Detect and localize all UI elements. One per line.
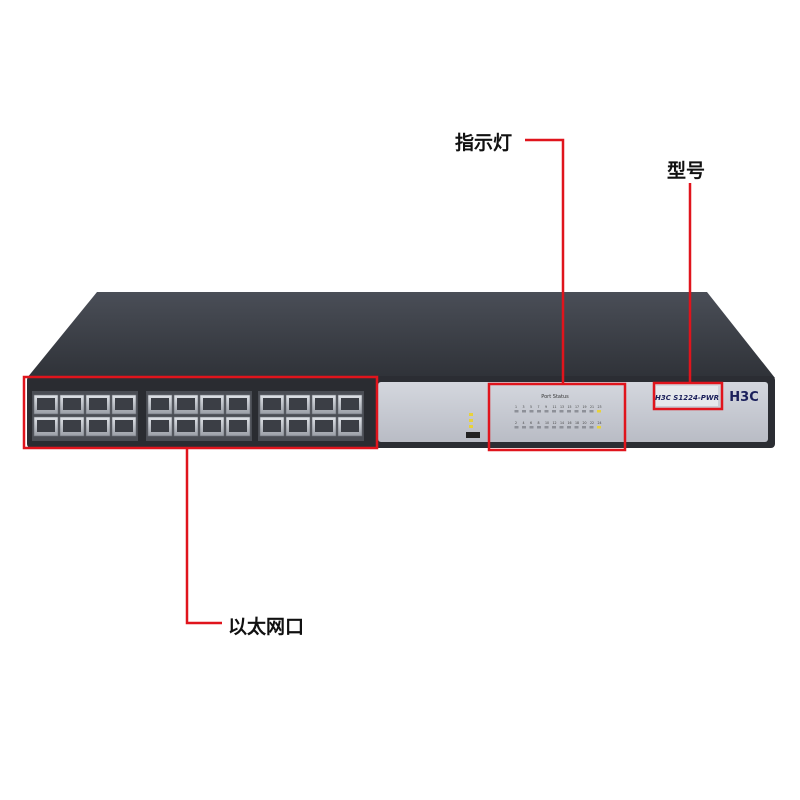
port-socket [151, 398, 169, 410]
console-port [466, 432, 480, 438]
port-socket [341, 420, 359, 432]
port-socket [37, 420, 55, 432]
led-number: 18 [575, 421, 579, 425]
port-led [582, 410, 586, 413]
port-socket [203, 420, 221, 432]
port-socket [203, 398, 221, 410]
port-socket [63, 420, 81, 432]
led-number: 2 [515, 421, 517, 425]
port-socket [289, 398, 307, 410]
led-number: 8 [538, 421, 540, 425]
led-number: 15 [568, 405, 572, 409]
port-socket [263, 420, 281, 432]
led-number: 5 [530, 405, 532, 409]
port-socket [115, 420, 133, 432]
ethernet-ports [32, 391, 364, 441]
led-number: 17 [575, 405, 579, 409]
port-led [544, 410, 549, 413]
led-number: 23 [598, 405, 602, 409]
ethernet-leader-line [185, 448, 222, 625]
brand-logo: H3C [729, 390, 758, 405]
port-led [589, 410, 594, 413]
sys-led [469, 413, 473, 416]
led-number: 22 [590, 421, 594, 425]
port-led [574, 426, 579, 429]
port-led [552, 410, 556, 413]
indicator-leader-line [525, 138, 565, 384]
led-number: 24 [598, 421, 602, 425]
port-socket [263, 398, 281, 410]
port-led [559, 426, 564, 429]
port-status-title: Port Status [541, 394, 569, 400]
sys-led [469, 425, 473, 428]
indicator-callout-label: 指示灯 [455, 132, 513, 154]
system-leds [466, 413, 480, 438]
port-led [567, 426, 571, 429]
port-socket [63, 398, 81, 410]
chassis-top [27, 292, 775, 378]
model-plate [656, 386, 718, 406]
port-socket [89, 420, 107, 432]
port-socket [177, 398, 195, 410]
port-led [582, 426, 586, 429]
led-number: 20 [583, 421, 587, 425]
port-led [537, 410, 541, 413]
led-number: 6 [530, 421, 532, 425]
sys-led [469, 419, 473, 422]
port-led [529, 410, 534, 413]
port-led [552, 426, 556, 429]
port-socket [341, 398, 359, 410]
ethernet-highlight-box [22, 375, 379, 450]
port-socket [229, 420, 247, 432]
port-led [567, 410, 571, 413]
led-number: 3 [523, 405, 525, 409]
port-led [589, 426, 594, 429]
port-socket [315, 398, 333, 410]
port-led [559, 410, 564, 413]
port-led [514, 410, 519, 413]
model-highlight-box [652, 381, 724, 411]
led-number: 14 [560, 421, 564, 425]
port-led [597, 410, 601, 413]
port-led [597, 426, 601, 429]
port-socket [37, 398, 55, 410]
indicator-highlight-box [487, 382, 627, 452]
led-number: 19 [583, 405, 587, 409]
led-number: 7 [538, 405, 540, 409]
led-number: 1 [515, 405, 517, 409]
port-socket [151, 420, 169, 432]
port-socket [289, 420, 307, 432]
model-text: H3C S1224-PWR [655, 394, 719, 402]
port-socket [177, 420, 195, 432]
port-led [522, 410, 526, 413]
port-socket [315, 420, 333, 432]
model-callout-label: 型号 [667, 160, 706, 182]
port-led [529, 426, 534, 429]
led-number: 4 [523, 421, 525, 425]
led-number: 16 [568, 421, 572, 425]
port-led [544, 426, 549, 429]
led-number: 10 [545, 421, 549, 425]
ethernet-callout-label: 以太网口 [228, 616, 305, 638]
port-led [522, 426, 526, 429]
port-socket [89, 398, 107, 410]
led-number: 13 [560, 405, 564, 409]
led-number: 9 [545, 405, 547, 409]
led-number: 11 [553, 405, 557, 409]
port-led [514, 426, 519, 429]
port-socket [115, 398, 133, 410]
port-led [574, 410, 579, 413]
led-number: 12 [553, 421, 557, 425]
port-led [537, 426, 541, 429]
led-number: 21 [590, 405, 594, 409]
port-socket [229, 398, 247, 410]
